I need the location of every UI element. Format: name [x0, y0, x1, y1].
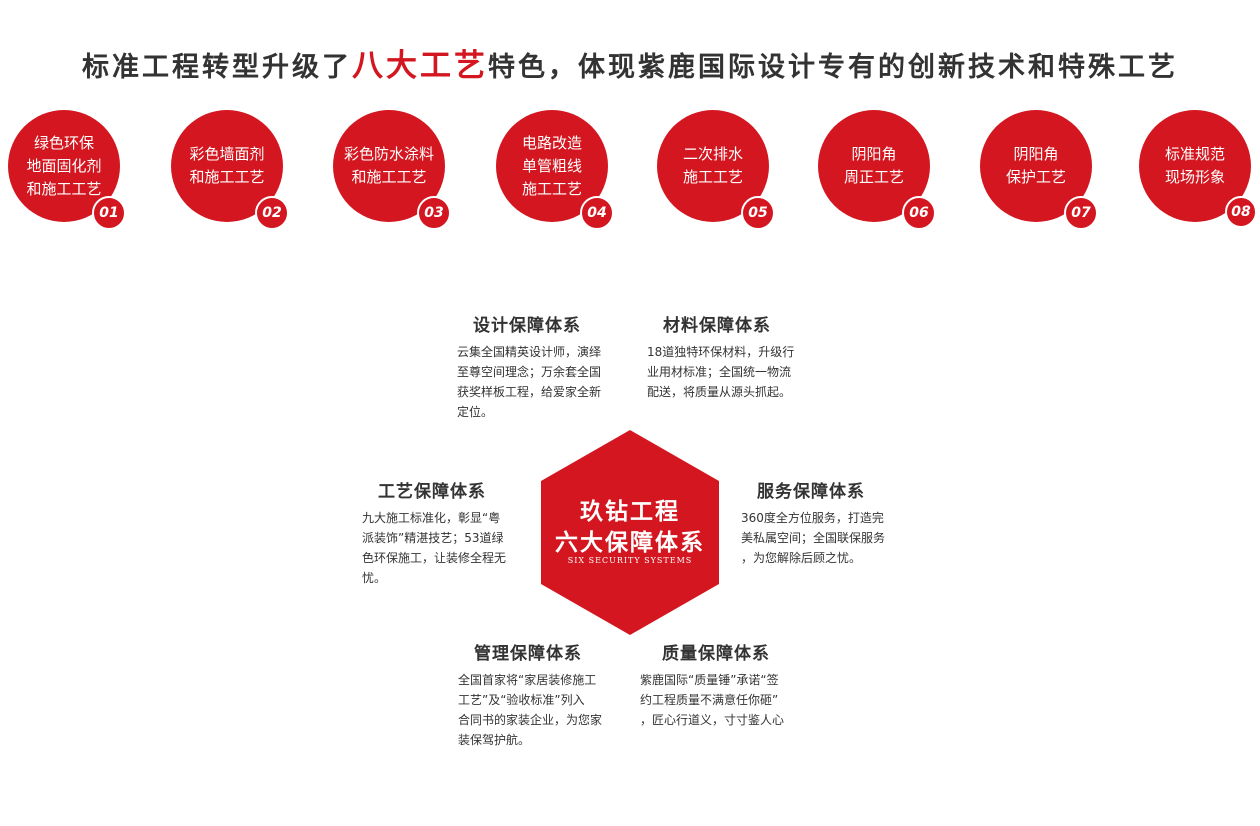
craft-system-block: 工艺保障体系 九大施工标准化，彰显“粤 派装饰”精湛技艺；53道绿 色环保施工，…: [362, 477, 532, 588]
system-title: 工艺保障体系: [378, 482, 486, 502]
material-system-block: 材料保障体系 18道独特环保材料，升级行 业用材标准；全国统一物流 配送，将质量…: [647, 311, 817, 402]
system-description: 云集全国精英设计师，演绎 至尊空间理念；万余套全国 获奖样板工程，给爱家全新 定…: [457, 345, 602, 419]
craft-label: 彩色墙面剂 和施工工艺: [189, 145, 265, 186]
headline-after: 特色，体现紫鹿国际设计专有的创新技术和特殊工艺: [488, 52, 1178, 83]
craft-circle-04: 电路改造 单管粗线 施工工艺 04: [496, 110, 614, 230]
system-title: 管理保障体系: [474, 644, 582, 664]
craft-label: 标准规范 现场形象: [1164, 145, 1225, 186]
center-subtitle: 六大保障体系: [555, 529, 705, 556]
craft-label: 绿色环保 地面固化剂 和施工工艺: [26, 133, 102, 198]
craft-number-badge: 08: [1225, 196, 1257, 228]
center-title: 玖钻工程: [580, 498, 680, 525]
craft-number-badge: 06: [902, 196, 936, 230]
center-english: SIX SECURITY SYSTEMS: [567, 556, 693, 565]
design-system-block: 设计保障体系 云集全国精英设计师，演绎 至尊空间理念；万余套全国 获奖样板工程，…: [457, 311, 627, 422]
system-description: 九大施工标准化，彰显“粤 派装饰”精湛技艺；53道绿 色环保施工，让装修全程无 …: [362, 511, 507, 585]
craft-number-badge: 02: [255, 196, 289, 230]
craft-label: 彩色防水涂料 和施工工艺: [343, 145, 434, 186]
craft-circle-05: 二次排水 施工工艺 05: [657, 110, 775, 230]
headline-highlight: 八大工艺: [352, 48, 488, 84]
craft-label: 阴阳角 保护工艺: [1005, 145, 1066, 186]
craft-circle-06: 阴阳角 周正工艺 06: [818, 110, 936, 230]
craft-circle-07: 阴阳角 保护工艺 07: [980, 110, 1098, 230]
system-description: 360度全方位服务，打造完 美私属空间；全国联保服务 ，为您解除后顾之忧。: [741, 511, 886, 565]
center-hexagon: [541, 430, 719, 635]
craft-number-badge: 05: [741, 196, 775, 230]
management-system-block: 管理保障体系 全国首家将“家居装修施工 工艺”及“验收标准”列入 合同书的家装企…: [458, 639, 628, 750]
headline-before: 标准工程转型升级了: [82, 52, 352, 83]
system-description: 紫鹿国际“质量锤”承诺“签 约工程质量不满意任你砸” ，匠心行道义，寸寸鉴人心: [640, 673, 785, 727]
craft-label: 阴阳角 周正工艺: [843, 145, 904, 186]
system-title: 设计保障体系: [473, 316, 581, 336]
craft-number-badge: 07: [1064, 196, 1098, 230]
craft-label: 电路改造 单管粗线 施工工艺: [521, 133, 582, 198]
craft-number-badge: 04: [580, 196, 614, 230]
system-description: 全国首家将“家居装修施工 工艺”及“验收标准”列入 合同书的家装企业，为您家 装…: [458, 673, 603, 747]
page-headline: 标准工程转型升级了八大工艺特色，体现紫鹿国际设计专有的创新技术和特殊工艺: [0, 40, 1260, 85]
system-title: 材料保障体系: [663, 316, 771, 336]
craft-number-badge: 01: [92, 196, 126, 230]
craft-circle-02: 彩色墙面剂 和施工工艺 02: [171, 110, 289, 230]
craft-circle-08: 标准规范 现场形象 08: [1139, 110, 1257, 228]
quality-system-block: 质量保障体系 紫鹿国际“质量锤”承诺“签 约工程质量不满意任你砸” ，匠心行道义…: [640, 639, 820, 730]
craft-label: 二次排水 施工工艺: [682, 145, 743, 186]
system-description: 18道独特环保材料，升级行 业用材标准；全国统一物流 配送，将质量从源头抓起。: [647, 345, 795, 399]
system-title: 服务保障体系: [757, 482, 865, 502]
system-title: 质量保障体系: [662, 644, 770, 664]
craft-number-badge: 03: [417, 196, 451, 230]
craft-circle-03: 彩色防水涂料 和施工工艺 03: [333, 110, 451, 230]
craft-circle-01: 绿色环保 地面固化剂 和施工工艺 01: [8, 110, 126, 230]
service-system-block: 服务保障体系 360度全方位服务，打造完 美私属空间；全国联保服务 ，为您解除后…: [741, 477, 911, 568]
